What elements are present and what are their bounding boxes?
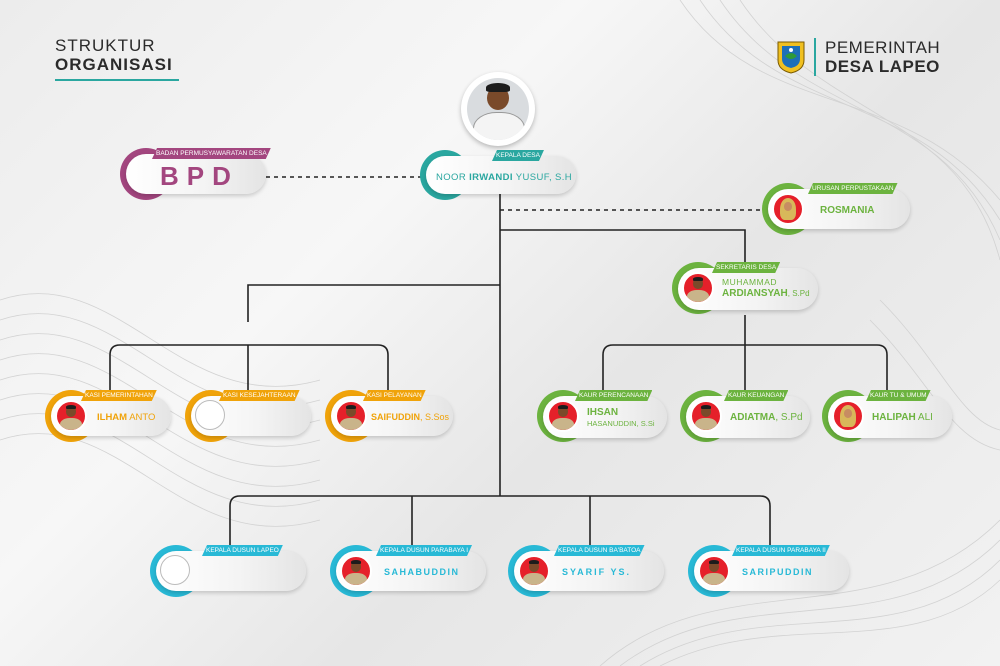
node-kaur-tu-umum: KAUR TU & UMUM HALIPAH ALI xyxy=(822,390,957,446)
syarif-photo xyxy=(518,555,550,587)
node-dusun-parabaya-2: KEPALA DUSUN PARABAYA II SARIPUDDIN xyxy=(688,545,853,601)
kaur-keuangan-role-label: KAUR KEUANGAN xyxy=(724,390,788,401)
urusan-role-label: URUSAN PERPUSTAKAAN xyxy=(808,183,898,194)
kasi-pemerintahan-name: ILHAM ANTO xyxy=(97,412,156,423)
node-dusun-parabaya-1: KEPALA DUSUN PARABAYA I SAHABUDDIN xyxy=(330,545,490,601)
kasi-pelayanan-role-label: KASI PELAYANAN xyxy=(363,390,426,401)
kepala-desa-portrait-icon xyxy=(467,78,529,140)
dusun-parabaya-2-name: SARIPUDDIN xyxy=(742,567,814,577)
node-kasi-pemerintahan: KASI PEMERINTAHAN ILHAM ANTO xyxy=(45,390,175,446)
page-title: STRUKTUR ORGANISASI xyxy=(55,36,173,74)
saripuddin-photo xyxy=(698,555,730,587)
kaur-perencanaan-role-label: KAUR PERENCANAAN xyxy=(575,390,652,401)
sahabuddin-photo xyxy=(340,555,372,587)
kaur-tu-name: HALIPAH ALI xyxy=(872,412,933,423)
kaur-perencanaan-name-line1: IHSAN xyxy=(587,407,619,418)
bpd-role-label: BADAN PERMUSYAWARATAN DESA xyxy=(152,148,271,159)
kasi-pelayanan-name: SAIFUDDIN, S.Sos xyxy=(371,412,450,422)
kepala-desa-role-label: KEPALA DESA xyxy=(492,150,544,161)
kepala-desa-name: NOOR IRWANDI YUSUF, S.H xyxy=(436,172,573,183)
kepala-desa-photo xyxy=(461,72,535,146)
ihsan-photo xyxy=(547,400,579,432)
title-line2: ORGANISASI xyxy=(55,55,173,74)
dusun-babatoa-name: SYARIF YS. xyxy=(562,567,632,577)
sekretaris-photo xyxy=(682,272,714,304)
gov-line2: DESA LAPEO xyxy=(825,57,940,76)
sekretaris-role-label: SEKRETARIS DESA xyxy=(712,262,780,273)
dusun-parabaya-1-name: SAHABUDDIN xyxy=(384,567,460,577)
node-dusun-lapeo: KEPALA DUSUN LAPEO xyxy=(150,545,310,601)
title-line1: STRUKTUR xyxy=(55,36,156,55)
dusun-lapeo-role-label: KEPALA DUSUN LAPEO xyxy=(202,545,283,556)
node-bpd: BADAN PERMUSYAWARATAN DESA BPD xyxy=(120,148,270,204)
saifuddin-photo xyxy=(335,400,367,432)
ilham-photo xyxy=(55,400,87,432)
kasi-pemerintahan-role-label: KASI PEMERINTAHAN xyxy=(81,390,157,401)
dusun-parabaya-1-role-label: KEPALA DUSUN PARABAYA I xyxy=(376,545,472,556)
node-sekretaris-desa: SEKRETARIS DESA MUHAMMAD ARDIANSYAH, S.P… xyxy=(672,262,822,318)
bpd-name: BPD xyxy=(160,161,239,191)
adiatma-photo xyxy=(690,400,722,432)
header-divider xyxy=(814,38,816,76)
node-kaur-keuangan: KAUR KEUANGAN ADIATMA, S.Pd xyxy=(680,390,815,446)
node-urusan-perpustakaan: URUSAN PERPUSTAKAAN ROSMANIA xyxy=(762,183,914,239)
node-kasi-pelayanan: KASI PELAYANAN SAIFUDDIN, S.Sos xyxy=(325,390,460,446)
urusan-name: ROSMANIA xyxy=(820,205,875,216)
node-kepala-desa: KEPALA DESA NOOR IRWANDI YUSUF, S.H xyxy=(420,150,580,202)
kaur-tu-role-label: KAUR TU & UMUM xyxy=(866,390,931,401)
dusun-lapeo-empty-photo xyxy=(160,555,190,585)
dusun-parabaya-2-role-label: KEPALA DUSUN PARABAYA II xyxy=(732,545,830,556)
halipah-photo xyxy=(832,400,864,432)
kaur-perencanaan-name-line2: HASANUDDIN, S.Si xyxy=(587,419,655,428)
regency-emblem-icon xyxy=(777,41,805,74)
sekretaris-name-line1: MUHAMMAD xyxy=(722,277,777,287)
node-kaur-perencanaan: KAUR PERENCANAAN IHSAN HASANUDDIN, S.Si xyxy=(537,390,672,446)
dusun-babatoa-role-label: KEPALA DUSUN BA'BATOA xyxy=(554,545,645,556)
gov-line1: PEMERINTAH xyxy=(825,38,941,57)
node-kasi-kesejahteraan: KASI KESEJAHTERAAN xyxy=(185,390,315,446)
rosmania-photo xyxy=(772,193,804,225)
kaur-keuangan-name: ADIATMA, S.Pd xyxy=(730,412,803,423)
node-dusun-babatoa: KEPALA DUSUN BA'BATOA SYARIF YS. xyxy=(508,545,668,601)
sekretaris-name-line2: ARDIANSYAH, S.Pd xyxy=(722,288,810,299)
title-underline xyxy=(55,79,179,81)
government-name: PEMERINTAH DESA LAPEO xyxy=(825,38,940,76)
kasi-kesejahteraan-empty-photo xyxy=(195,400,225,430)
kasi-kesejahteraan-role-label: KASI KESEJAHTERAAN xyxy=(219,390,300,401)
